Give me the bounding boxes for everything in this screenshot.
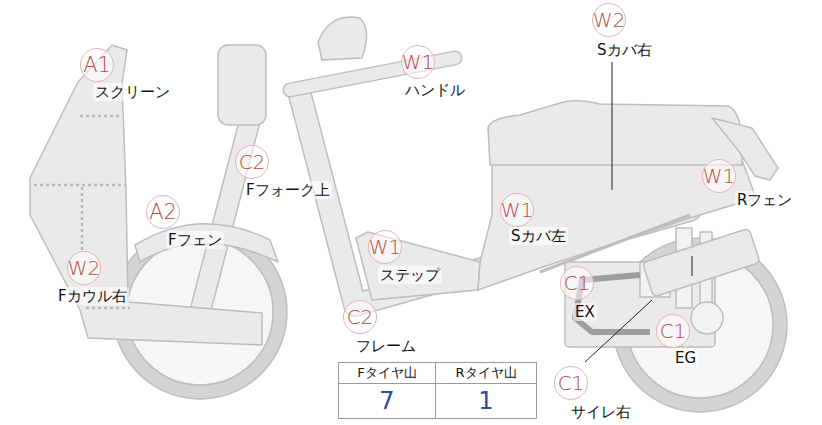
damage-callout: W1Sカバ左 bbox=[500, 193, 534, 227]
damage-code: A2 bbox=[149, 202, 177, 223]
part-name: スクリーン bbox=[93, 83, 172, 101]
damage-callout: W2Sカバ右 bbox=[592, 3, 626, 37]
callout-circle: A2 bbox=[146, 195, 180, 229]
damage-callout: W1ハンドル bbox=[401, 45, 435, 79]
panel-line bbox=[80, 115, 122, 118]
part-name: EG bbox=[673, 349, 698, 367]
part-name: Fフォーク上 bbox=[244, 181, 332, 199]
damage-callout: A2Fフェン bbox=[146, 195, 180, 229]
damage-code: W2 bbox=[68, 258, 101, 278]
damage-code: C1 bbox=[660, 321, 687, 341]
leader-line bbox=[612, 62, 613, 190]
damage-callout: C2フレーム bbox=[343, 300, 377, 334]
part-name: ステップ bbox=[378, 266, 442, 284]
front-fender bbox=[135, 224, 278, 262]
part-name: Rフェン bbox=[735, 191, 794, 209]
leader-line bbox=[692, 256, 693, 276]
muffler bbox=[642, 228, 760, 297]
table-value: 1 bbox=[435, 383, 537, 419]
part-name: Fフェン bbox=[166, 231, 224, 249]
damage-code: C2 bbox=[347, 307, 374, 327]
panel-line bbox=[81, 187, 84, 252]
step bbox=[356, 232, 480, 300]
callout-circle: C2 bbox=[235, 145, 269, 179]
front-cowl bbox=[30, 45, 262, 345]
callout-circle: W2 bbox=[67, 251, 101, 285]
damage-code: C1 bbox=[564, 273, 591, 293]
callout-circle: W2 bbox=[592, 3, 626, 37]
part-name: サイレ右 bbox=[569, 403, 633, 421]
damage-callout: W1Rフェン bbox=[702, 159, 736, 193]
callout-circle: W1 bbox=[500, 193, 534, 227]
headlight bbox=[218, 45, 266, 125]
callout-circle: W1 bbox=[368, 230, 402, 264]
damage-callout: A1スクリーン bbox=[80, 48, 114, 82]
damage-callout: W2Fカウル右 bbox=[67, 251, 101, 285]
table-header: Fタイヤ山 bbox=[338, 362, 436, 384]
callout-circle: C1 bbox=[554, 366, 588, 400]
panel-line bbox=[34, 184, 126, 187]
part-name: Fカウル右 bbox=[56, 287, 129, 305]
damage-code: W2 bbox=[593, 10, 626, 30]
damage-callout: C1EG bbox=[656, 314, 690, 348]
damage-code: W1 bbox=[501, 200, 534, 220]
meter bbox=[318, 17, 367, 60]
damage-callout: C2Fフォーク上 bbox=[235, 145, 269, 179]
seat bbox=[488, 101, 742, 165]
part-name: ハンドル bbox=[403, 81, 467, 99]
damage-callout: C1サイレ右 bbox=[554, 366, 588, 400]
callout-circle: W1 bbox=[702, 159, 736, 193]
callout-circle: C2 bbox=[343, 300, 377, 334]
callout-circle: C1 bbox=[560, 266, 594, 300]
damage-callout: W1ステップ bbox=[368, 230, 402, 264]
table-value: 7 bbox=[338, 383, 436, 419]
part-name: Sカバ右 bbox=[595, 41, 654, 59]
panel-line bbox=[86, 307, 130, 310]
damage-code: C1 bbox=[558, 373, 585, 393]
damage-code: W1 bbox=[703, 166, 736, 186]
rear-hub bbox=[691, 302, 723, 334]
damage-code: C2 bbox=[239, 152, 266, 172]
damage-code: A1 bbox=[83, 55, 111, 76]
callout-circle: A1 bbox=[80, 48, 114, 82]
damage-code: W1 bbox=[369, 237, 402, 257]
damage-callout: C1EX bbox=[560, 266, 594, 300]
callout-circle: W1 bbox=[401, 45, 435, 79]
callout-circle: C1 bbox=[656, 314, 690, 348]
part-name: Sカバ左 bbox=[509, 227, 568, 245]
damage-code: W1 bbox=[402, 52, 435, 72]
part-name: フレーム bbox=[354, 337, 418, 355]
part-name: EX bbox=[573, 303, 597, 321]
table-header: Rタイヤ山 bbox=[435, 362, 537, 384]
